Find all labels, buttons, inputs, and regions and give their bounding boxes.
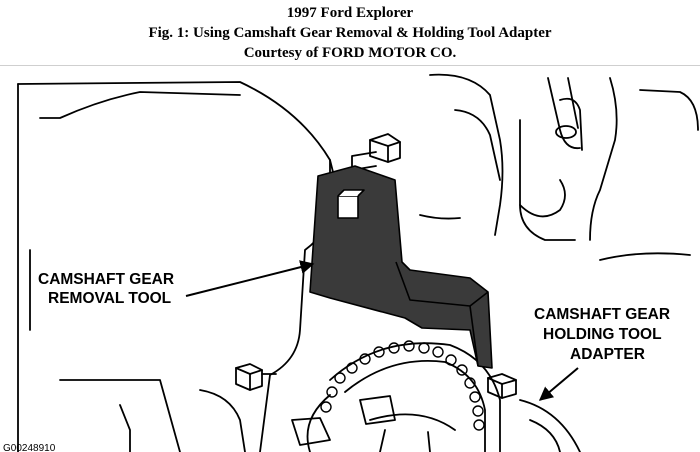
camshaft-gear-removal-tool <box>309 165 493 369</box>
callout-arrows <box>185 260 579 401</box>
removal-tool-arrow <box>185 260 315 297</box>
lower-left-bolt <box>235 363 277 391</box>
figure-caption: Fig. 1: Using Camshaft Gear Removal & Ho… <box>148 25 552 41</box>
figure-courtesy: Courtesy of FORD MOTOR CO. <box>243 45 457 61</box>
caption-divider <box>0 65 700 66</box>
holding-adapter-label-line3: ADAPTER <box>570 346 645 363</box>
figure-id: G00248910 <box>3 443 56 452</box>
timing-chain <box>320 340 485 431</box>
holding-adapter-arrow <box>538 367 579 401</box>
figure-vehicle-title: 1997 Ford Explorer <box>286 5 414 21</box>
holding-adapter-label-line2: HOLDING TOOL <box>543 326 662 343</box>
engine-diagram: CAMSHAFT GEAR REMOVAL TOOL CAMSHAFT GEAR… <box>3 73 699 452</box>
engine-block <box>17 81 336 452</box>
front-cover-casting <box>419 73 699 261</box>
holding-adapter-label-line1: CAMSHAFT GEAR <box>534 306 670 323</box>
removal-tool-label-line1: CAMSHAFT GEAR <box>38 271 174 288</box>
adapter-bolt <box>487 373 517 399</box>
removal-tool-label-line2: REMOVAL TOOL <box>48 290 171 307</box>
upper-bolt <box>351 133 401 171</box>
lower-components <box>291 395 581 452</box>
camshaft-gear <box>306 342 501 452</box>
hose <box>547 77 581 150</box>
